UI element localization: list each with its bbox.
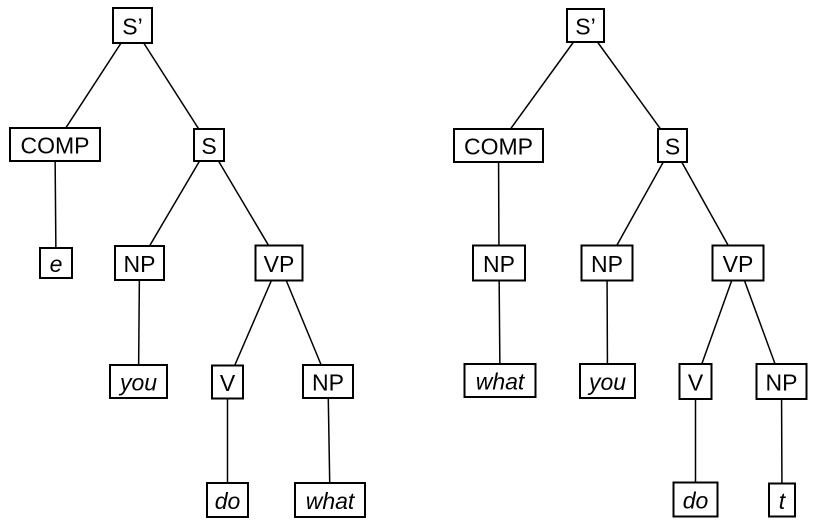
tree-node-label-do: do bbox=[683, 488, 709, 514]
tree-node-box-np-obj bbox=[302, 364, 354, 399]
tree-node-box-s bbox=[657, 128, 688, 163]
tree-edge-sbar-s bbox=[131, 25, 210, 146]
tree-node-box-do bbox=[672, 481, 719, 518]
tree-node-box-comp bbox=[9, 127, 101, 162]
tree-edge-np-subj-you bbox=[137, 262, 141, 382]
tree-edge-np-obj-t bbox=[780, 381, 783, 501]
tree-node-label-np-obj: NP bbox=[312, 370, 344, 396]
tree-node-box-np-subj bbox=[580, 244, 634, 282]
tree-edge-comp-e bbox=[54, 144, 57, 264]
tree-node-box-v bbox=[211, 364, 244, 400]
tree-node-label-np-comp: NP bbox=[483, 251, 515, 277]
tree-node-label-s: S bbox=[665, 134, 680, 160]
tree-node-box-vp bbox=[254, 244, 304, 282]
right-tree-surface-structure: S’ COMP S NP NP VP what you V NP do t bbox=[453, 8, 808, 518]
tree-node-box-s bbox=[193, 128, 225, 162]
tree-node-label-what: what bbox=[476, 369, 526, 395]
tree-edge-np-obj-what bbox=[327, 381, 331, 501]
tree-node-box-comp bbox=[453, 128, 544, 163]
tree-node-box-what bbox=[294, 482, 366, 518]
tree-edge-vp-np-obj bbox=[737, 262, 783, 382]
tree-node-box-you bbox=[109, 364, 168, 399]
tree-node-label-sbar: S’ bbox=[122, 14, 142, 40]
tree-edge-comp-np-comp bbox=[497, 145, 500, 264]
tree-node-label-np-obj: NP bbox=[766, 370, 798, 396]
tree-node-box-e bbox=[39, 247, 73, 279]
tree-node-label-what: what bbox=[306, 488, 356, 514]
tree-node-box-np-subj bbox=[114, 245, 165, 281]
tree-node-label-np-subj: NP bbox=[124, 251, 156, 277]
tree-node-label-you: you bbox=[587, 369, 626, 395]
tree-edge-sbar-comp bbox=[54, 25, 134, 145]
tree-node-box-v bbox=[678, 363, 713, 400]
tree-node-label-t: t bbox=[779, 488, 787, 514]
tree-node-label-e: e bbox=[50, 251, 63, 277]
tree-edge-s-vp bbox=[208, 144, 280, 264]
tree-node-label-comp: COMP bbox=[21, 133, 90, 159]
tree-edge-s-np-subj bbox=[138, 144, 210, 264]
tree-edge-s-np-subj bbox=[606, 145, 674, 264]
tree-node-box-sbar bbox=[566, 8, 605, 43]
tree-node-label-v: V bbox=[688, 370, 704, 396]
tree-node-label-you: you bbox=[118, 370, 157, 396]
tree-node-label-sbar: S’ bbox=[575, 14, 595, 40]
tree-node-box-np-obj bbox=[755, 363, 808, 400]
tree-node-label-np-subj: NP bbox=[591, 251, 623, 277]
tree-edge-vp-np-obj bbox=[278, 262, 329, 382]
tree-node-label-s: S bbox=[201, 133, 216, 159]
tree-edge-s-vp bbox=[671, 145, 739, 264]
tree-edge-sbar-s bbox=[584, 25, 674, 146]
tree-edge-np-comp-what bbox=[498, 262, 501, 381]
tree-node-box-np-comp bbox=[472, 244, 526, 282]
tree-node-label-do: do bbox=[215, 488, 241, 514]
tree-node-label-comp: COMP bbox=[464, 134, 533, 160]
tree-node-box-t bbox=[768, 482, 796, 518]
tree-node-box-vp bbox=[711, 244, 765, 282]
tree-edge-vp-v bbox=[694, 262, 739, 382]
tree-edge-sbar-comp bbox=[497, 25, 587, 146]
tree-node-label-vp: VP bbox=[264, 251, 295, 277]
tree-node-box-sbar bbox=[112, 7, 153, 44]
tree-edge-vp-v bbox=[226, 262, 280, 383]
tree-node-box-you bbox=[579, 363, 636, 399]
tree-edge-np-subj-you bbox=[606, 262, 609, 382]
tree-node-box-do bbox=[206, 482, 249, 518]
tree-node-label-v: V bbox=[220, 370, 236, 396]
tree-node-box-what bbox=[463, 363, 537, 398]
tree-node-label-vp: VP bbox=[723, 251, 754, 277]
